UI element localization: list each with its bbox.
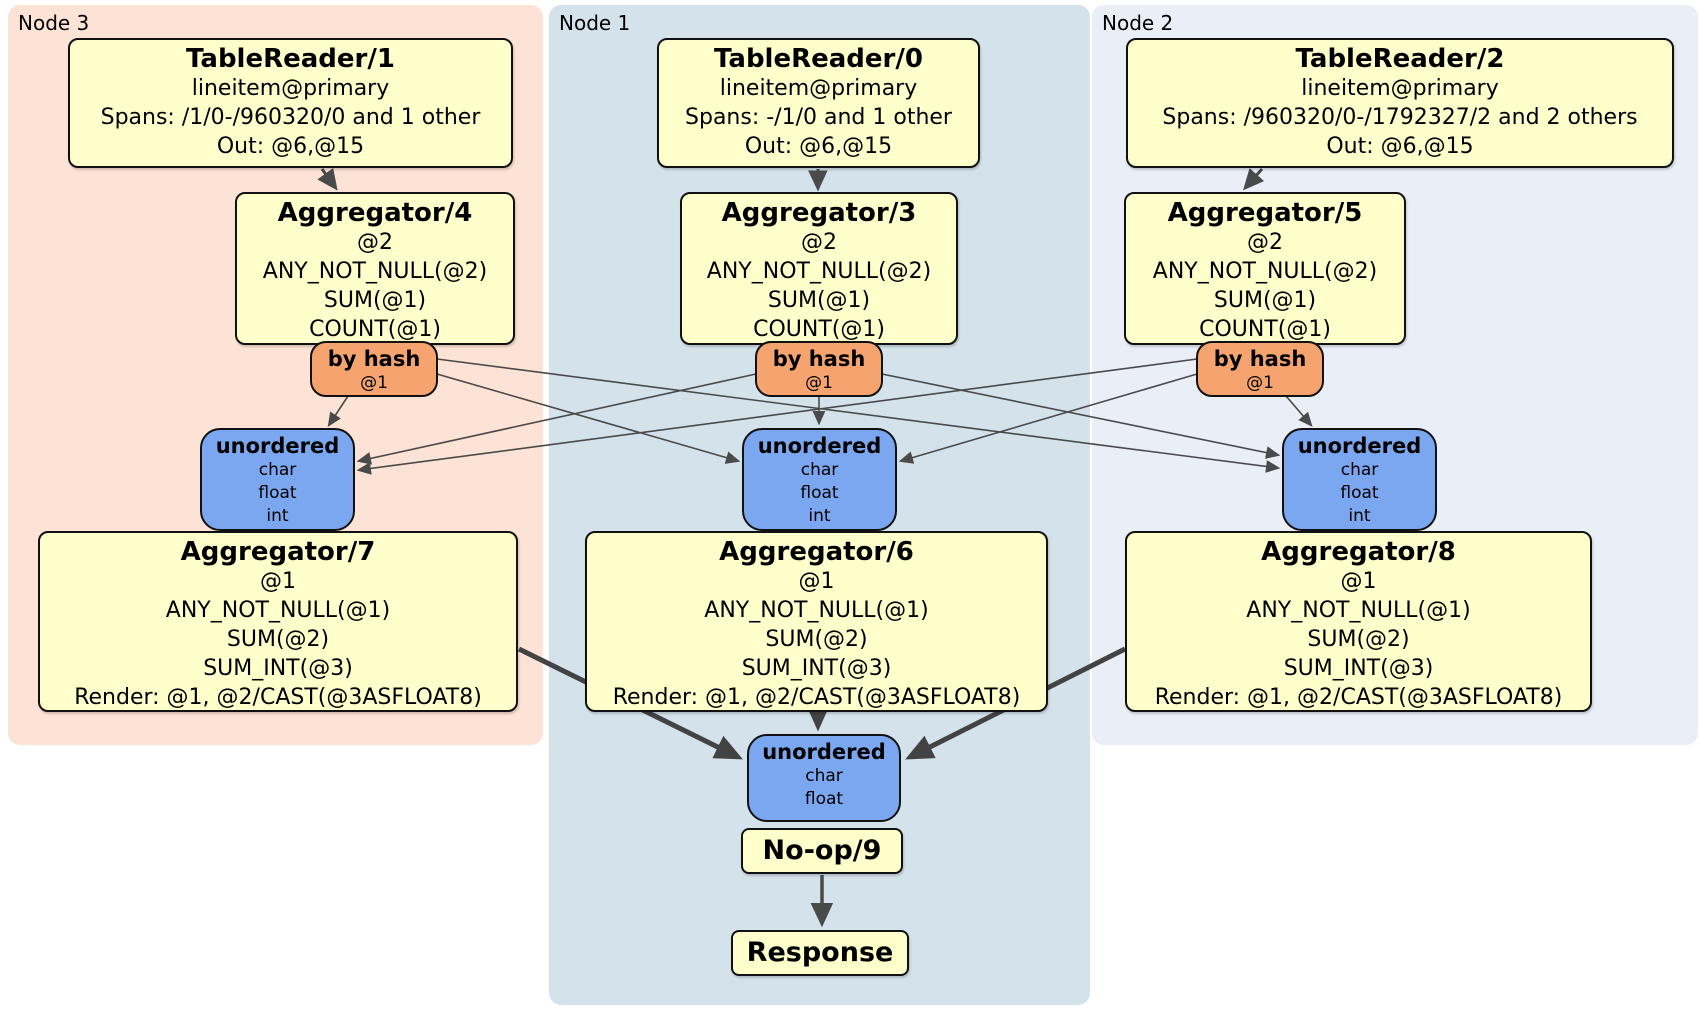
box-line: SUM(@1): [767, 288, 871, 313]
box-line: int: [266, 506, 289, 526]
box-line: Out: @6,@15: [1326, 134, 1474, 159]
box-line: SUM_INT(@3): [203, 656, 353, 681]
box-line: float: [804, 789, 844, 809]
sync-unordered-node3: unordered char float int: [200, 428, 355, 531]
box-title: No-op/9: [762, 835, 882, 866]
box-aggregator-3: Aggregator/3 @2 ANY_NOT_NULL(@2) SUM(@1)…: [680, 192, 958, 345]
box-title: by hash: [1213, 347, 1307, 371]
box-aggregator-7: Aggregator/7 @1 ANY_NOT_NULL(@1) SUM(@2)…: [38, 531, 518, 712]
box-tablereader-1: TableReader/1 lineitem@primary Spans: /1…: [68, 38, 513, 168]
box-line: int: [1348, 506, 1371, 526]
box-line: Spans: -/1/0 and 1 other: [685, 105, 952, 130]
box-title: Aggregator/3: [721, 198, 917, 228]
box-line: SUM(@2): [765, 627, 868, 652]
box-line: float: [1340, 483, 1379, 503]
box-line: @2: [357, 230, 393, 255]
edge-byhash3-unord2: [436, 358, 1281, 473]
box-line: @1: [805, 373, 833, 393]
box-line: SUM(@2): [226, 627, 330, 652]
box-line: char: [800, 460, 839, 480]
sync-unordered-final: unordered char float: [747, 734, 901, 822]
edge-byhash3-unord1: [436, 373, 741, 464]
box-title: Aggregator/8: [1261, 537, 1456, 567]
box-title: TableReader/2: [1295, 44, 1505, 74]
box-line: Spans: /1/0-/960320/0 and 1 other: [100, 105, 481, 130]
box-line: lineitem@primary: [191, 76, 390, 101]
router-by-hash-node1: by hash @1: [755, 341, 883, 397]
box-line: ANY_NOT_NULL(@1): [704, 598, 929, 623]
box-title: Aggregator/5: [1167, 198, 1363, 228]
box-line: @1: [1340, 569, 1377, 594]
box-noop-9: No-op/9: [741, 828, 903, 874]
router-by-hash-node2: by hash @1: [1196, 341, 1324, 397]
edge-byhash2-unord3: [356, 358, 1198, 475]
box-line: ANY_NOT_NULL(@2): [262, 259, 488, 284]
box-title: Response: [746, 937, 894, 968]
box-line: SUM_INT(@3): [741, 656, 892, 681]
box-line: Render: @1, @2/CAST(@3ASFLOAT8): [1154, 685, 1563, 710]
box-line: SUM_INT(@3): [1283, 656, 1434, 681]
box-line: Spans: /960320/0-/1792327/2 and 2 others: [1162, 105, 1638, 130]
box-line: float: [258, 483, 297, 503]
box-line: ANY_NOT_NULL(@1): [165, 598, 391, 623]
box-line: lineitem@primary: [719, 76, 918, 101]
node-group-2-label: Node 2: [1102, 11, 1174, 35]
box-line: char: [1340, 460, 1379, 480]
box-aggregator-5: Aggregator/5 @2 ANY_NOT_NULL(@2) SUM(@1)…: [1124, 192, 1406, 345]
box-title: unordered: [757, 434, 882, 458]
edge-byhash3-unord3: [327, 395, 349, 428]
box-line: SUM(@1): [323, 288, 427, 313]
box-line: COUNT(@1): [753, 317, 885, 342]
router-by-hash-node3: by hash @1: [310, 341, 438, 397]
box-line: Render: @1, @2/CAST(@3ASFLOAT8): [74, 685, 482, 710]
box-line: lineitem@primary: [1301, 76, 1499, 101]
box-line: int: [808, 506, 831, 526]
box-title: unordered: [215, 434, 340, 458]
box-aggregator-6: Aggregator/6 @1 ANY_NOT_NULL(@1) SUM(@2)…: [585, 531, 1048, 712]
sync-unordered-node2: unordered char float int: [1282, 428, 1437, 531]
box-title: Aggregator/7: [180, 537, 376, 567]
box-line: Render: @1, @2/CAST(@3ASFLOAT8): [612, 685, 1021, 710]
edge-byhash1-unord3: [356, 373, 757, 465]
node-group-1-label: Node 1: [559, 11, 631, 35]
box-aggregator-8: Aggregator/8 @1 ANY_NOT_NULL(@1) SUM(@2)…: [1125, 531, 1592, 712]
edge-tr1-agg4: [317, 168, 338, 191]
box-response: Response: [731, 930, 909, 976]
box-tablereader-0: TableReader/0 lineitem@primary Spans: -/…: [657, 38, 980, 168]
node-group-3-label: Node 3: [18, 11, 90, 35]
box-line: @1: [260, 569, 296, 594]
edge-tr2-agg5: [1243, 168, 1265, 191]
box-line: float: [800, 483, 839, 503]
box-line: Out: @6,@15: [744, 134, 893, 159]
box-line: @1: [798, 569, 835, 594]
box-line: @1: [360, 373, 388, 393]
edge-byhash2-unord2: [1285, 395, 1313, 427]
box-line: SUM(@2): [1307, 627, 1410, 652]
box-title: Aggregator/6: [719, 537, 914, 567]
box-title: TableReader/1: [186, 44, 395, 74]
box-line: char: [805, 766, 843, 786]
box-line: ANY_NOT_NULL(@2): [1152, 259, 1378, 284]
box-line: @1: [1246, 373, 1274, 393]
box-line: SUM(@1): [1213, 288, 1317, 313]
box-tablereader-2: TableReader/2 lineitem@primary Spans: /9…: [1126, 38, 1674, 168]
edge-byhash1-unord2: [881, 373, 1281, 459]
box-title: by hash: [327, 347, 421, 371]
box-line: @2: [1247, 230, 1283, 255]
sync-unordered-node1: unordered char float int: [742, 428, 897, 531]
box-title: unordered: [1297, 434, 1422, 458]
box-line: ANY_NOT_NULL(@2): [706, 259, 932, 284]
box-line: Out: @6,@15: [216, 134, 365, 159]
box-line: @2: [801, 230, 837, 255]
edge-byhash2-unord1: [898, 373, 1198, 464]
box-line: char: [258, 460, 297, 480]
box-line: COUNT(@1): [309, 317, 441, 342]
box-title: by hash: [772, 347, 866, 371]
box-line: COUNT(@1): [1199, 317, 1331, 342]
box-title: unordered: [762, 740, 886, 764]
box-aggregator-4: Aggregator/4 @2 ANY_NOT_NULL(@2) SUM(@1)…: [235, 192, 515, 345]
box-title: Aggregator/4: [277, 198, 473, 228]
box-title: TableReader/0: [714, 44, 923, 74]
box-line: ANY_NOT_NULL(@1): [1246, 598, 1471, 623]
